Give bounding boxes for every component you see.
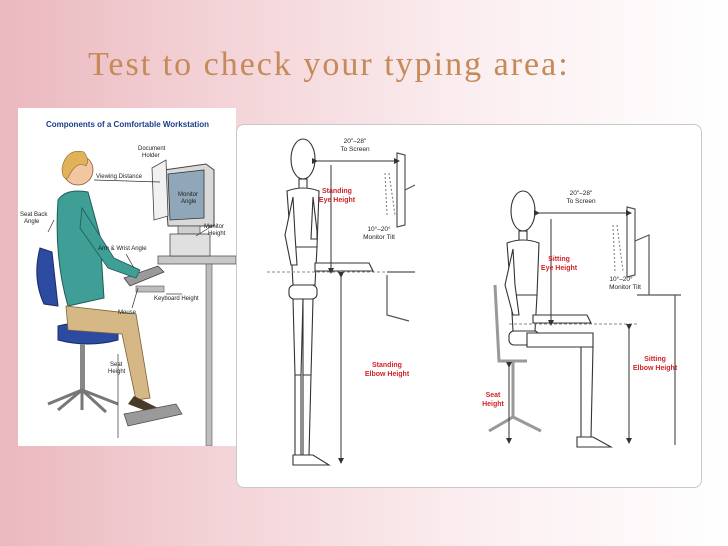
label-document-holder-2: Holder <box>142 153 160 159</box>
ergonomic-heights-diagram: 20"–28" To Screen 10°–20° Monitor Tilt S… <box>236 124 702 488</box>
standing-tilt-value: 10°–20° <box>367 225 391 233</box>
standing-elbow-height-2: Elbow Height <box>365 371 410 378</box>
label-seat-height-2: Height <box>108 369 126 375</box>
sitting-eye-height-2: Eye Height <box>541 265 578 272</box>
label-keyboard-height: Keyboard Height <box>154 296 199 302</box>
sitting-eye-height-1: Sitting <box>548 256 570 263</box>
sitting-elbow-height-1: Sitting <box>644 356 666 363</box>
label-monitor-height-2: Height <box>208 231 226 237</box>
standing-to-screen-value: 20"–28" <box>344 138 367 145</box>
label-monitor-angle-2: Angle <box>181 199 197 205</box>
standing-figure <box>284 138 374 466</box>
label-mouse: Mouse <box>118 310 137 316</box>
seat-height-1: Seat <box>486 392 501 399</box>
standing-to-screen-label: To Screen <box>340 146 370 153</box>
standing-elbow-height-1: Standing <box>372 362 402 369</box>
sitting-to-screen-value: 20"–28" <box>570 190 593 197</box>
label-monitor-height: Monitor <box>204 224 224 230</box>
sitting-tilt-value: 10°–20° <box>609 275 633 283</box>
label-document-holder: Document <box>138 146 166 152</box>
label-arm-wrist-angle: Arm & Wrist Angle <box>98 246 147 252</box>
label-seat-back-angle-2: Angle <box>24 219 40 225</box>
label-seat-height: Seat <box>110 362 123 368</box>
seat-height-2: Height <box>482 401 504 408</box>
sitting-tilt-label: Monitor Tilt <box>609 284 641 291</box>
sitting-to-screen-label: To Screen <box>566 198 596 205</box>
slide-title: Test to check your typing area: <box>88 46 570 83</box>
label-seat-back-angle: Seat Back <box>20 212 48 218</box>
standing-eye-height-1: Standing <box>322 188 352 195</box>
sitting-figure <box>504 190 614 448</box>
label-viewing-distance: Viewing Distance <box>96 174 143 180</box>
workstation-heading: Components of a Comfortable Workstation <box>46 120 209 129</box>
sitting-elbow-height-2: Elbow Height <box>633 365 678 372</box>
label-monitor-angle: Monitor <box>178 192 198 198</box>
standing-eye-height-2: Eye Height <box>319 197 356 204</box>
standing-tilt-label: Monitor Tilt <box>363 234 395 241</box>
workstation-illustration: Components of a Comfortable Workstation … <box>18 108 236 446</box>
